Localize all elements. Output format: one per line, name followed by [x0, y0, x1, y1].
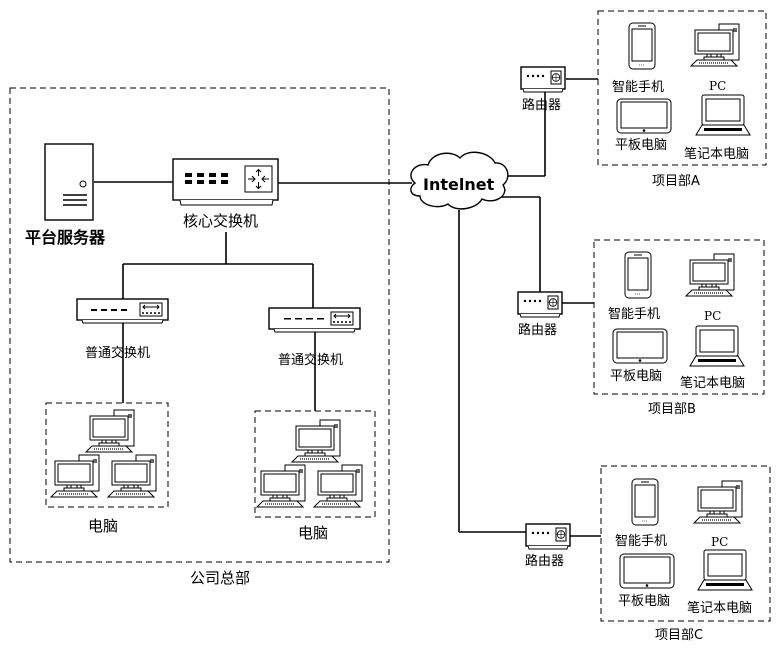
pc-group-2-label: 电脑 — [298, 524, 328, 542]
cloud-icon[interactable] — [410, 151, 509, 210]
tablet-label: 平板电脑 — [615, 138, 667, 153]
pc-group-1-boundary — [45, 402, 169, 508]
router-icon[interactable] — [520, 66, 566, 93]
server-icon[interactable] — [44, 143, 94, 221]
tablet-icon[interactable] — [612, 328, 668, 364]
project-a-boundary — [597, 10, 767, 166]
laptop-icon[interactable] — [697, 549, 753, 591]
project-b-boundary — [593, 239, 765, 395]
phone-label: 智能手机 — [612, 80, 664, 95]
router-icon[interactable] — [517, 291, 563, 318]
internet-label: Intelnet — [423, 175, 495, 194]
headquarters-label: 公司总部 — [190, 569, 250, 587]
router-label: 路由器 — [525, 553, 564, 569]
project-c-label: 项目部C — [655, 628, 703, 643]
switch-2-label: 普通交换机 — [278, 352, 343, 368]
core-switch-label: 核心交换机 — [183, 212, 258, 230]
project-c: 路由器 智能手机 PC 平板电脑 笔记本电脑 项目部C — [525, 465, 771, 643]
tablet-label: 平板电脑 — [610, 369, 662, 384]
project-b: 路由器 智能手机 PC 平板电脑 笔记本电脑 项目部B — [517, 239, 765, 417]
pc-group-1-icon[interactable] — [51, 410, 156, 497]
phone-icon[interactable] — [624, 251, 652, 299]
laptop-label: 笔记本电脑 — [684, 146, 749, 162]
phone-icon[interactable] — [628, 22, 656, 70]
pc-icon[interactable] — [693, 480, 743, 524]
pc-group-2-boundary — [254, 410, 376, 518]
laptop-label: 笔记本电脑 — [687, 600, 752, 616]
router-label: 路由器 — [522, 97, 561, 113]
pc-label: PC — [704, 309, 721, 323]
pc-group-1-label: 电脑 — [88, 517, 118, 535]
project-a-label: 项目部A — [652, 174, 700, 189]
core-switch-icon[interactable] — [172, 158, 279, 206]
phone-icon[interactable] — [631, 478, 659, 526]
server-label: 平台服务器 — [25, 228, 106, 247]
switch-1-label: 普通交换机 — [85, 345, 150, 361]
laptop-icon[interactable] — [689, 325, 745, 367]
project-c-boundary — [600, 465, 771, 622]
pc-label: PC — [709, 79, 726, 93]
links — [94, 78, 601, 537]
tablet-label: 平板电脑 — [618, 594, 670, 609]
tablet-icon[interactable] — [616, 98, 672, 134]
pc-icon[interactable] — [690, 23, 740, 67]
tablet-icon[interactable] — [619, 553, 675, 589]
pc-group-2-icon[interactable] — [257, 420, 362, 507]
router-label: 路由器 — [518, 322, 557, 338]
switch-icon[interactable] — [76, 298, 169, 324]
pc-label: PC — [711, 535, 728, 549]
phone-label: 智能手机 — [608, 307, 660, 322]
phone-label: 智能手机 — [615, 534, 667, 549]
headquarters-boundary — [9, 87, 390, 563]
laptop-icon[interactable] — [695, 94, 751, 136]
project-a: 路由器 智能手机 PC 平板电脑 笔记本电脑 项目部A — [520, 10, 767, 189]
router-icon[interactable] — [525, 523, 571, 550]
project-b-label: 项目部B — [648, 402, 696, 417]
pc-icon[interactable] — [685, 253, 735, 297]
switch-icon[interactable] — [268, 307, 361, 333]
laptop-label: 笔记本电脑 — [680, 375, 745, 391]
